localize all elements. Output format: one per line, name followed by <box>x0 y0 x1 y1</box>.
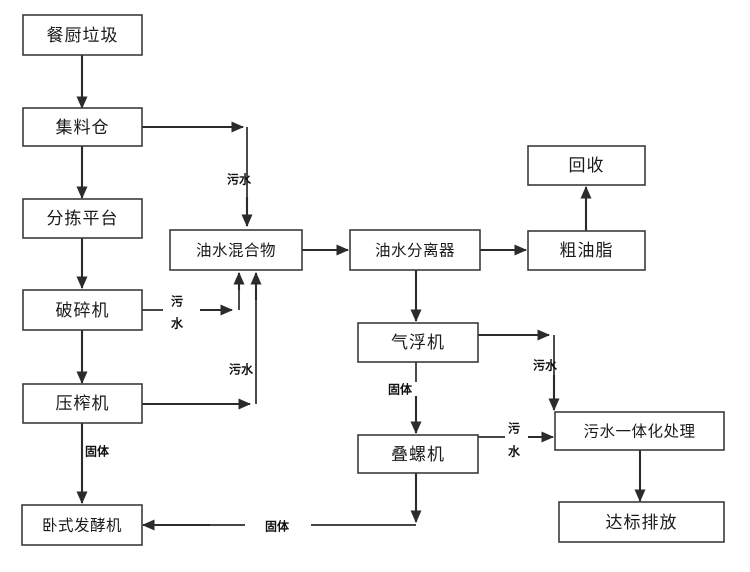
node-oil-water-mixture[interactable]: 油水混合物 <box>169 229 303 271</box>
node-air-flotation[interactable]: 气浮机 <box>357 322 479 363</box>
node-air-flotation-label: 气浮机 <box>391 333 445 353</box>
edge-label-solid-from-flotation: 固体 <box>388 382 413 397</box>
node-collection-bin-label: 集料仓 <box>56 118 110 138</box>
node-kitchen-waste-label: 餐厨垃圾 <box>47 26 119 46</box>
node-compliant-discharge[interactable]: 达标排放 <box>558 501 725 543</box>
node-crude-oil[interactable]: 粗油脂 <box>527 230 646 271</box>
node-kitchen-waste[interactable]: 餐厨垃圾 <box>22 14 143 56</box>
node-collection-bin[interactable]: 集料仓 <box>22 107 143 147</box>
node-screw-press[interactable]: 叠螺机 <box>357 434 479 474</box>
edge-label-sewage-from-bin: 污水 <box>227 172 252 187</box>
node-compliant-discharge-label: 达标排放 <box>606 513 678 533</box>
node-crude-oil-label: 粗油脂 <box>560 241 614 261</box>
edge-label-sewage-from-crusher-line2: 水 <box>171 316 184 331</box>
node-sorting-platform-label: 分拣平台 <box>47 209 119 229</box>
node-horizontal-fermenter[interactable]: 卧式发酵机 <box>21 504 143 546</box>
node-oil-water-mixture-label: 油水混合物 <box>196 242 276 260</box>
node-integrated-sewage-treatment-label: 污水一体化处理 <box>583 423 695 441</box>
node-recovery-label: 回收 <box>569 156 605 176</box>
node-oil-water-separator[interactable]: 油水分离器 <box>349 229 481 271</box>
node-sorting-platform[interactable]: 分拣平台 <box>22 198 143 239</box>
edge-label-sewage-from-flotation: 污水 <box>533 358 558 373</box>
node-horizontal-fermenter-label: 卧式发酵机 <box>42 517 122 535</box>
node-press[interactable]: 压榨机 <box>22 383 143 424</box>
edge-label-sewage-to-treatment-line1: 污 <box>508 421 520 436</box>
node-oil-water-separator-label: 油水分离器 <box>375 242 455 260</box>
node-crusher-label: 破碎机 <box>56 301 110 321</box>
node-press-label: 压榨机 <box>56 394 110 414</box>
edge-label-solid-from-screw-press: 固体 <box>265 519 290 534</box>
node-recovery[interactable]: 回收 <box>527 145 646 186</box>
edge-label-sewage-from-press: 污水 <box>229 362 254 377</box>
node-screw-press-label: 叠螺机 <box>391 445 445 465</box>
edge-label-sewage-to-treatment-line2: 水 <box>508 444 521 459</box>
edge-label-solid-from-press: 固体 <box>85 444 110 459</box>
edge-label-sewage-from-crusher-line1: 污 <box>171 294 183 309</box>
node-integrated-sewage-treatment[interactable]: 污水一体化处理 <box>554 411 725 451</box>
node-crusher[interactable]: 破碎机 <box>22 289 143 331</box>
